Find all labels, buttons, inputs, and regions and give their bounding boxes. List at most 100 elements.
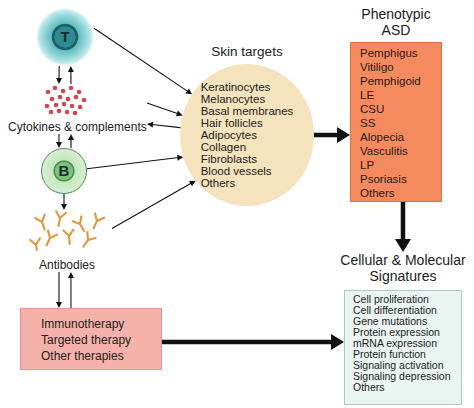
- arrow-line: [63, 194, 64, 205]
- antibody-symbol: [30, 238, 42, 251]
- arrow-line: [58, 134, 59, 143]
- cytokine-dot: [57, 109, 62, 114]
- skin-target-ellipse: KeratinocytesMelanocytesBasal membranesH…: [180, 64, 314, 206]
- list-item: Melanocytes: [201, 93, 294, 105]
- group-title: Cellular & Molecular Signatures: [330, 252, 474, 284]
- list-item: LP: [360, 158, 441, 172]
- antibody-symbol: [54, 211, 66, 227]
- cytokine-dots: [45, 86, 87, 116]
- list-item: mRNA expression: [353, 338, 461, 349]
- list-item: Alopecia: [360, 130, 441, 144]
- list-item: Targeted therapy: [41, 332, 161, 348]
- arrow-line: [70, 139, 71, 148]
- list-item: Adipocytes: [201, 129, 294, 141]
- target-list: KeratinocytesMelanocytesBasal membranesH…: [201, 81, 294, 189]
- list-item: Signaling depression: [353, 371, 461, 382]
- list-item: Protein function: [353, 349, 461, 360]
- list-item: Fibroblasts: [201, 153, 294, 165]
- cell-letter: T: [60, 29, 69, 45]
- arrow-line: [162, 340, 334, 345]
- cytokine-dot: [62, 102, 67, 107]
- arrow-head: [147, 122, 153, 128]
- interaction-arrow: [68, 66, 74, 84]
- antibody-group: Antibodies: [22, 210, 112, 272]
- arrow-head: [68, 66, 74, 72]
- list-item: Cell proliferation: [353, 294, 461, 305]
- cytokine-dot: [49, 110, 54, 115]
- list-item: SS: [360, 116, 441, 130]
- cytokine-group: Cytokines & complements: [5, 84, 147, 134]
- phenotype-group: Phenotypic ASD PemphigusVitiligoPemphigoi…: [350, 6, 442, 202]
- interaction-arrow: [68, 134, 74, 148]
- antibody-symbol: [73, 216, 89, 233]
- list-item: Immunotherapy: [41, 316, 161, 332]
- arrow-line: [58, 66, 59, 79]
- interaction-arrow: [147, 103, 183, 116]
- interaction-arrow: [56, 66, 62, 84]
- list-item: Pemphigus: [360, 46, 441, 60]
- list-item: Cell differentiation: [353, 305, 461, 316]
- phenotype-box: PemphigusVitiligoPemphigoidLECSUSSAlopec…: [350, 42, 442, 202]
- group-title: Skin targets: [170, 44, 324, 60]
- antibody-symbol: [89, 213, 104, 230]
- list-item: Gene mutations: [353, 316, 461, 327]
- arrow-head: [395, 239, 411, 252]
- arrow-line: [401, 202, 406, 242]
- interaction-arrow: [87, 155, 183, 169]
- antibody-icons: [30, 211, 104, 251]
- arrow-head: [189, 181, 196, 187]
- list-item: Hair follicles: [201, 117, 294, 129]
- group-title: Phenotypic ASD: [354, 6, 438, 38]
- skin-target-group: Skin targetsKeratinocytesMelanocytesBasa…: [180, 44, 314, 206]
- cytokine-dot: [74, 95, 79, 100]
- list-item: Others: [201, 177, 294, 189]
- cytokine-dot: [53, 86, 58, 91]
- list-item: Others: [353, 382, 461, 393]
- arrow-line: [314, 133, 340, 138]
- interaction-arrow: [56, 134, 62, 148]
- arrow-head: [337, 127, 350, 143]
- cytokine-dot: [78, 105, 83, 110]
- arrow-head: [56, 78, 62, 84]
- arrow-line: [70, 277, 71, 308]
- arrow-head: [331, 334, 344, 350]
- list-item: Vasculitis: [360, 144, 441, 158]
- cytokine-dot: [70, 104, 75, 109]
- list-item: Signaling activation: [353, 360, 461, 371]
- antibody-symbol: [42, 230, 57, 247]
- arrow-line: [94, 28, 188, 91]
- list-item: Keratinocytes: [201, 81, 294, 93]
- flow-arrow: [395, 202, 411, 252]
- cytokine-dot: [50, 97, 55, 102]
- arrow-head: [68, 272, 74, 278]
- list-item: Collagen: [201, 141, 294, 153]
- interaction-arrow: [61, 194, 67, 210]
- flow-arrow: [314, 127, 350, 143]
- b-cell: B: [41, 148, 87, 194]
- cytokine-dot: [46, 90, 51, 95]
- icon-label: Antibodies: [22, 258, 112, 272]
- flow-arrow: [162, 334, 344, 350]
- list-item: Blood vessels: [201, 165, 294, 177]
- arrow-head: [61, 204, 67, 210]
- cytokine-dot: [54, 103, 59, 108]
- cytokine-dot: [69, 86, 74, 91]
- signature-group: Cellular & Molecular SignaturesCell prol…: [344, 252, 462, 405]
- list-item: Other therapies: [41, 348, 161, 364]
- arrow-head: [68, 134, 74, 140]
- arrow-line: [58, 272, 59, 303]
- list-item: CSU: [360, 102, 441, 116]
- arrow-line: [112, 183, 192, 229]
- t-cell: T: [36, 8, 94, 66]
- list-item: Pemphigoid: [360, 74, 441, 88]
- cytokine-dot: [65, 110, 70, 115]
- interaction-arrow: [68, 272, 74, 308]
- cytokine-dot: [58, 95, 63, 100]
- interaction-arrow: [94, 28, 192, 94]
- signature-box: Cell proliferationCell differentiationGe…: [344, 290, 462, 405]
- list-item: Vitiligo: [360, 60, 441, 74]
- cytokine-dot: [61, 89, 66, 94]
- arrow-line: [87, 158, 179, 169]
- list-item: Others: [360, 186, 441, 200]
